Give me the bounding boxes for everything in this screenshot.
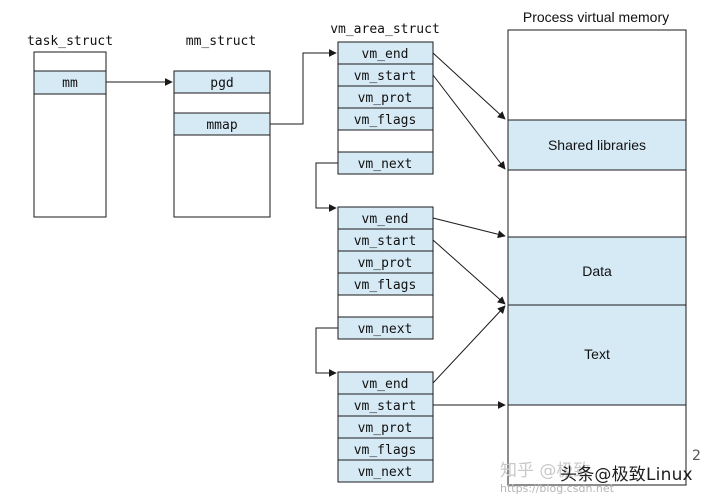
vm-area-1-field-label: vm_flags: [354, 113, 417, 128]
pgd-field: [173, 70, 271, 94]
arrow-mmap-to-vm-area-1: [270, 49, 337, 125]
task-struct-title: task_struct: [27, 34, 113, 49]
vm-area-3-field-label: vm_next: [358, 465, 413, 480]
watermark-url: https://blog.csdn.net: [500, 482, 614, 495]
vm-region-text: [507, 304, 687, 406]
vm-area-2-field: [337, 294, 434, 318]
vm-area-2-field-label: vm_start: [354, 234, 417, 249]
vm-area-1-field-label: vm_next: [358, 157, 413, 172]
vm-region: [507, 29, 687, 121]
mm-struct: mm_struct pgd mmap: [173, 34, 271, 218]
vm-area-1: vm_end vm_start vm_prot vm_flags vm_next: [337, 41, 434, 175]
vm-area-2-field-label: vm_prot: [358, 256, 413, 271]
watermark-faint: 知乎 @极致: [500, 461, 591, 481]
arrow-area-2-start-to-data: [432, 239, 506, 305]
mm-field-label: mm: [62, 76, 78, 91]
text-region-label: Text: [584, 346, 610, 362]
arrow-vm-next-1-to-area-2: [315, 162, 338, 212]
vm-area-2-field-label: vm_flags: [354, 278, 417, 293]
vm-area-1-field-label: vm_end: [362, 47, 409, 62]
vm-area-2-field-label: vm_next: [358, 322, 413, 337]
vm-area-2: vm_end vm_start vm_prot vm_flags vm_next: [337, 206, 434, 340]
watermark-corner: 2: [692, 448, 701, 464]
arrow-area-1-start-to-shared-libraries: [432, 74, 506, 170]
arrow-area-2-end-to-data: [432, 217, 506, 239]
vm-area-3-field-label: vm_end: [362, 377, 409, 392]
arrow-area-1-end-to-shared-libraries: [432, 52, 506, 120]
arrow-vm-next-2-to-area-3: [315, 327, 338, 377]
vm-region-shared-libraries: [507, 119, 687, 171]
process-virtual-memory: Process virtual memory Shared libraries …: [507, 9, 687, 486]
arrow-area-3-end-to-text: [432, 305, 506, 384]
mm-struct-title: mm_struct: [186, 34, 256, 49]
vm-area-1-field: [337, 129, 434, 153]
vm-area-3-field-label: vm_flags: [354, 443, 417, 458]
virtual-memory-title: Process virtual memory: [523, 9, 669, 25]
vm-region: [507, 404, 687, 486]
vm-area-3-field: [337, 459, 434, 483]
vm-area-2-field-label: vm_end: [362, 212, 409, 227]
pgd-field-label: pgd: [210, 76, 233, 91]
vm-area-3-field-label: vm_prot: [358, 421, 413, 436]
vm-area-3-field-label: vm_start: [354, 399, 417, 414]
watermark-main: 头条@极致Linux: [560, 465, 693, 485]
vm-region-data: [507, 236, 687, 306]
vm-area-1-field-label: vm_prot: [358, 91, 413, 106]
vm-area-1-field-label: vm_start: [354, 69, 417, 84]
data-region-label: Data: [582, 263, 612, 279]
shared-libraries-label: Shared libraries: [548, 137, 646, 153]
pointer-arrows: [106, 49, 506, 409]
vm-area-3: vm_end vm_start vm_prot vm_flags vm_next: [337, 371, 434, 483]
task-struct: task_struct mm: [27, 34, 113, 218]
vm-region: [507, 169, 687, 238]
mmap-field-label: mmap: [206, 118, 237, 133]
vm-area-struct-title: vm_area_struct: [330, 22, 440, 37]
